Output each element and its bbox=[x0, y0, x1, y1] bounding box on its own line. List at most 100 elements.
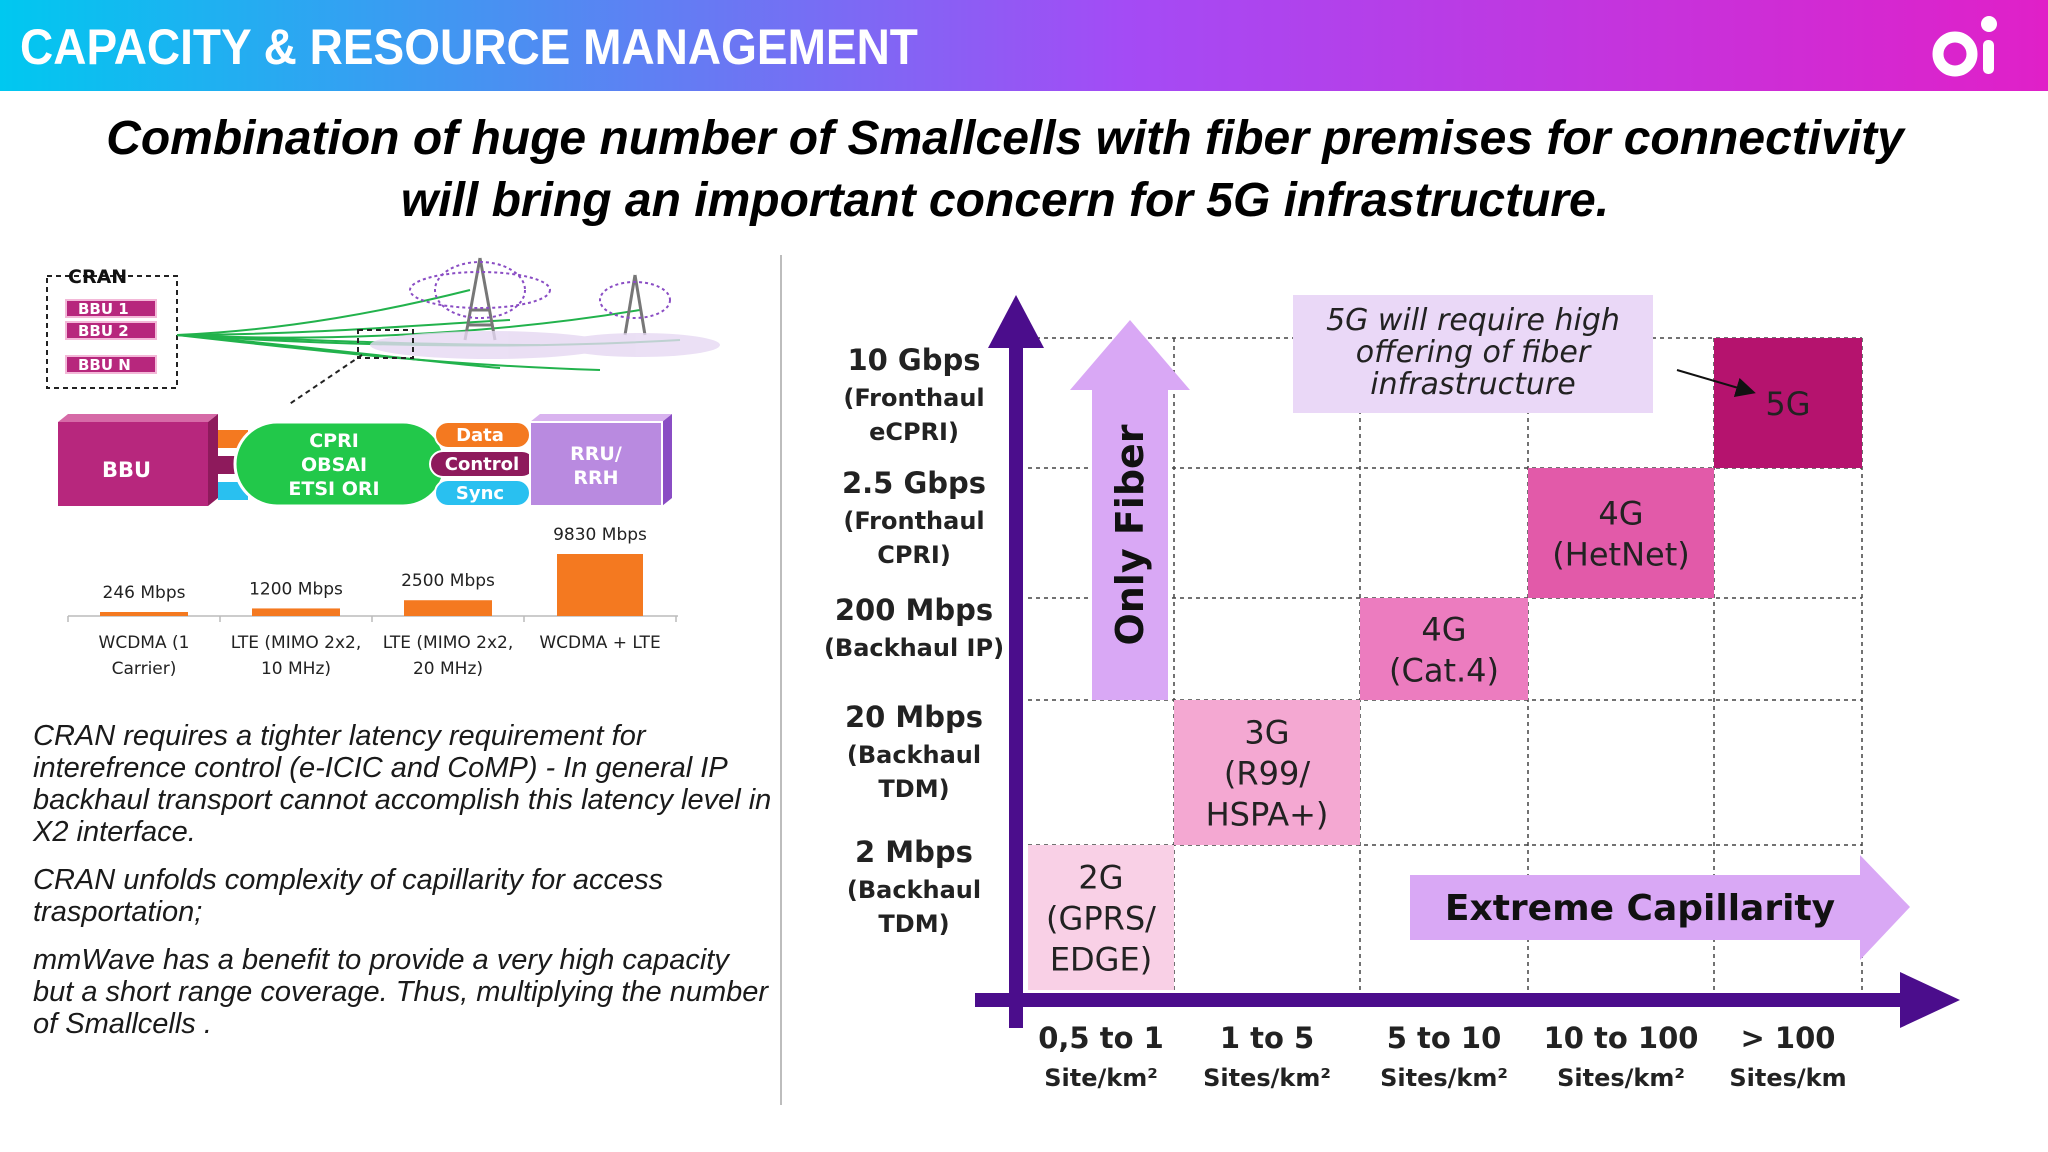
bar-category-label-0-1: Carrier) bbox=[112, 659, 177, 679]
cell-4g bbox=[1360, 598, 1528, 700]
x-level-value-1: 1 to 5 bbox=[1220, 1021, 1314, 1055]
bar-value-label-3: 9830 Mbps bbox=[553, 525, 647, 545]
y-level-sub-4-0: (Backhaul bbox=[847, 876, 981, 904]
cpri-line-1: CPRI bbox=[309, 430, 359, 452]
x-level-unit-3: Sites/km² bbox=[1557, 1064, 1685, 1092]
bar-1 bbox=[252, 608, 340, 616]
cell-label-1-1: (R99/ bbox=[1224, 755, 1310, 793]
channel-data-label: Data bbox=[456, 425, 504, 446]
bar-category-label-1-0: LTE (MIMO 2x2, bbox=[231, 633, 362, 653]
only-fiber-arrow bbox=[1070, 320, 1190, 700]
x-level-value-0: 0,5 to 1 bbox=[1038, 1021, 1164, 1055]
note-line-1: offering of fiber bbox=[1356, 335, 1592, 370]
cpri-line-2: OBSAI bbox=[301, 454, 367, 476]
x-level-unit-4: Sites/km bbox=[1729, 1064, 1846, 1092]
rru-line-1: RRU/ bbox=[570, 443, 622, 465]
bbu-block: BBU bbox=[58, 414, 218, 506]
oi-logo bbox=[1932, 16, 1997, 77]
bar-2 bbox=[404, 600, 492, 616]
headline-line-2: will bring an important concern for 5G i… bbox=[400, 174, 1610, 227]
y-axis bbox=[1009, 320, 1023, 1028]
y-level-value-1: 2.5 Gbps bbox=[842, 466, 986, 500]
cell-label-4-0: 5G bbox=[1765, 385, 1810, 423]
y-level-sub-4-1: TDM) bbox=[878, 910, 949, 938]
extreme-capillarity-label: Extreme Capillarity bbox=[1445, 888, 1835, 929]
coverage-area bbox=[370, 331, 720, 359]
cell-label-2-0: 4G bbox=[1421, 611, 1466, 649]
cell-tower-2 bbox=[599, 274, 671, 336]
zoom-line bbox=[287, 354, 363, 406]
bar-value-label-1: 1200 Mbps bbox=[249, 579, 343, 599]
channel-sync-label: Sync bbox=[456, 483, 504, 504]
bar-value-label-0: 246 Mbps bbox=[103, 583, 186, 603]
note-cran-latency: CRAN requires a tighter latency requirem… bbox=[33, 720, 772, 848]
y-level-value-4: 2 Mbps bbox=[855, 835, 973, 869]
extreme-capillarity-arrow bbox=[1410, 855, 1910, 960]
cell-3g bbox=[1174, 700, 1360, 845]
note-line-2: infrastructure bbox=[1370, 367, 1575, 402]
cran-box bbox=[46, 275, 178, 389]
header-bar: CAPACITY & RESOURCE MANAGEMENT bbox=[0, 0, 2048, 91]
note-pointer-arrow bbox=[1676, 369, 1756, 398]
cpri-line-3: ETSI ORI bbox=[288, 478, 379, 500]
cell-5g bbox=[1714, 338, 1862, 468]
cell-label-1-2: HSPA+) bbox=[1206, 796, 1329, 834]
bbu-label: BBU bbox=[102, 458, 151, 482]
cell-4g bbox=[1528, 468, 1714, 598]
y-level-value-2: 200 Mbps bbox=[835, 593, 993, 627]
cran-diagram: CRAN BBU 1 BBU 2 BBU N BBU bbox=[46, 257, 720, 679]
bar-0 bbox=[100, 612, 188, 616]
bar-category-label-1-1: 10 MHz) bbox=[261, 659, 331, 679]
header-gradient bbox=[0, 0, 2048, 91]
note-cran-capillarity: CRAN unfolds complexity of capillarity f… bbox=[33, 864, 664, 928]
vertical-divider bbox=[780, 255, 782, 1105]
rru-block: RRU/ RRH bbox=[529, 414, 672, 507]
bar-3 bbox=[557, 554, 643, 616]
notes: CRAN requires a tighter latency requirem… bbox=[33, 720, 773, 1056]
bar-category-label-3-0: WCDMA + LTE bbox=[539, 633, 660, 653]
y-level-sub-1-0: (Fronthaul bbox=[843, 507, 984, 535]
only-fiber-label: Only Fiber bbox=[1108, 424, 1152, 645]
cell-label-1-0: 3G bbox=[1244, 714, 1289, 752]
channel-control-label: Control bbox=[445, 454, 519, 475]
x-axis-arrowhead bbox=[1900, 972, 1960, 1028]
note-box bbox=[1293, 295, 1653, 413]
cell-label-2-1: (Cat.4) bbox=[1389, 652, 1499, 690]
note-line-0: 5G will require high bbox=[1326, 303, 1620, 338]
rru-line-2: RRH bbox=[573, 467, 618, 489]
headline-line-1: Combination of huge number of Smallcells… bbox=[106, 112, 1904, 165]
y-level-sub-0-0: (Fronthaul bbox=[843, 384, 984, 412]
y-level-sub-2-0: (Backhaul IP) bbox=[824, 634, 1004, 662]
x-level-value-3: 10 to 100 bbox=[1544, 1021, 1699, 1055]
cell-label-0-1: (GPRS/ bbox=[1046, 900, 1156, 938]
cell-label-0-2: EDGE) bbox=[1050, 941, 1152, 979]
y-level-sub-3-0: (Backhaul bbox=[847, 741, 981, 769]
cran-label: CRAN bbox=[68, 266, 127, 288]
page-title: CAPACITY & RESOURCE MANAGEMENT bbox=[20, 19, 918, 75]
y-axis-arrowhead bbox=[988, 295, 1044, 348]
x-axis bbox=[975, 993, 1910, 1007]
headline: Combination of huge number of Smallcells… bbox=[0, 108, 2010, 232]
zoom-box bbox=[357, 329, 414, 359]
x-level-unit-0: Site/km² bbox=[1044, 1064, 1158, 1092]
y-level-sub-1-1: CPRI) bbox=[877, 541, 951, 569]
y-level-value-0: 10 Gbps bbox=[847, 343, 980, 377]
x-level-value-2: 5 to 10 bbox=[1387, 1021, 1502, 1055]
bar-category-label-2-0: LTE (MIMO 2x2, bbox=[383, 633, 514, 653]
x-level-unit-2: Sites/km² bbox=[1380, 1064, 1508, 1092]
cell-tower-1 bbox=[409, 257, 551, 341]
bbu-item-1: BBU 1 bbox=[78, 300, 129, 318]
cell-2g bbox=[1028, 845, 1174, 990]
y-level-value-3: 20 Mbps bbox=[845, 700, 983, 734]
x-level-unit-1: Sites/km² bbox=[1203, 1064, 1331, 1092]
cell-label-3-0: 4G bbox=[1598, 495, 1643, 533]
capacity-density-matrix: 2G(GPRS/EDGE)3G(R99/HSPA+)4G(Cat.4)4G(He… bbox=[824, 295, 1960, 1092]
bbu-item-2: BBU 2 bbox=[78, 322, 129, 340]
bbu-item-n: BBU N bbox=[78, 356, 131, 374]
note-mmwave: mmWave has a benefit to provide a very h… bbox=[33, 944, 769, 1040]
cell-label-3-1: (HetNet) bbox=[1552, 536, 1689, 574]
bar-value-label-2: 2500 Mbps bbox=[401, 571, 495, 591]
y-level-sub-0-1: eCPRI) bbox=[869, 418, 959, 446]
bar-category-label-2-1: 20 MHz) bbox=[413, 659, 483, 679]
